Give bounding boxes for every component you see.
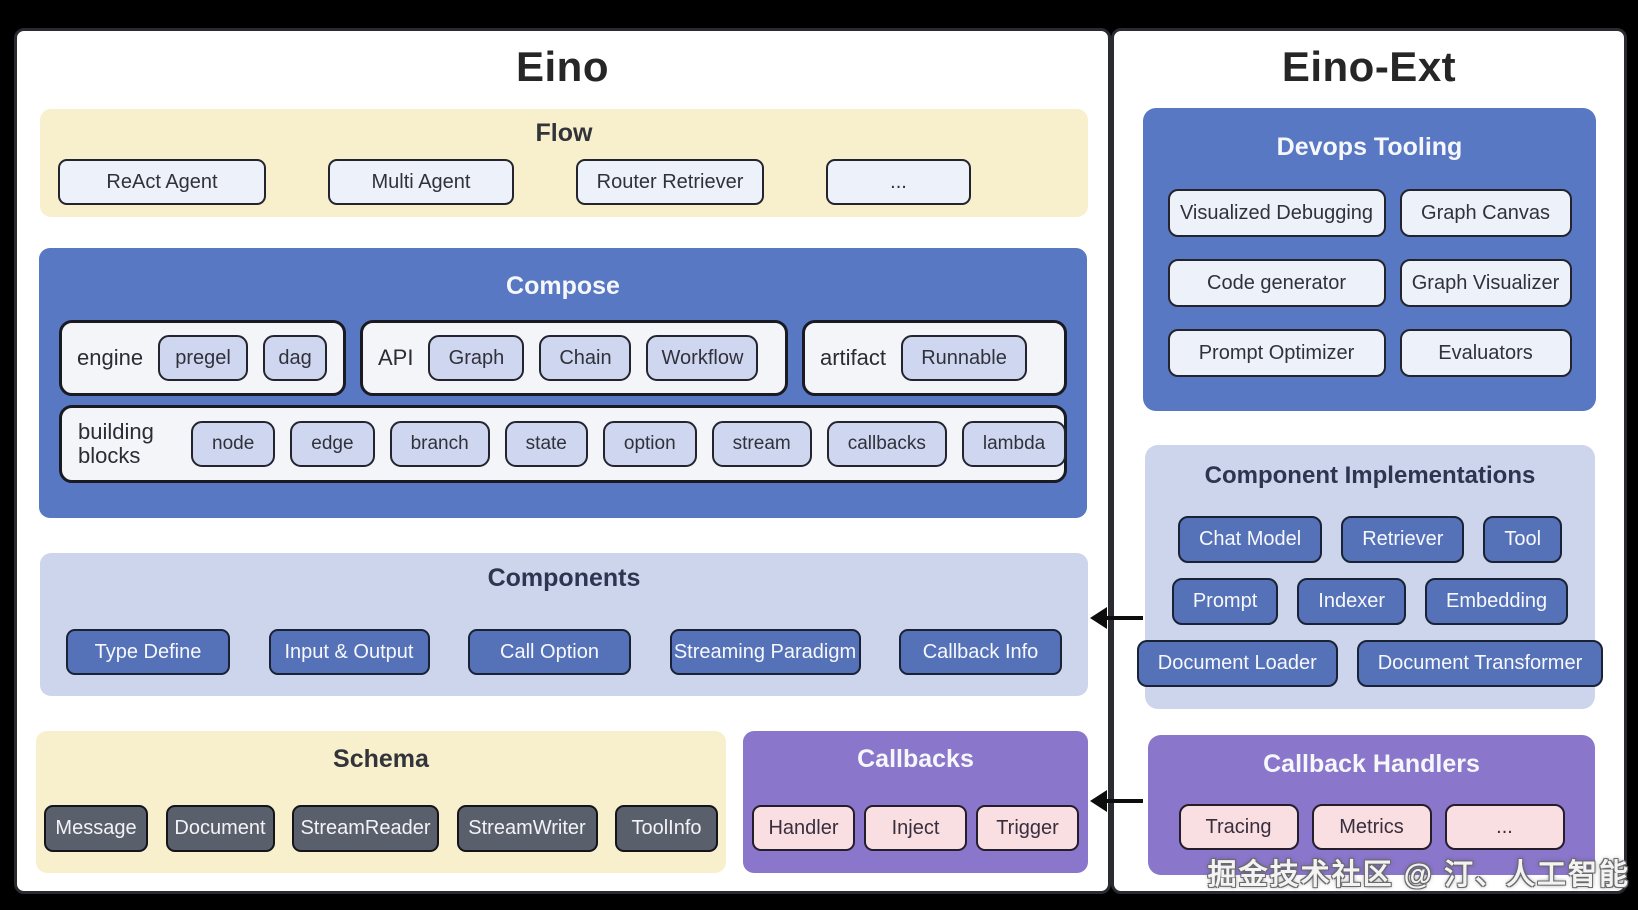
impl-document-transformer: Document Transformer	[1356, 640, 1604, 687]
schema-streamreader: StreamReader	[292, 805, 439, 852]
callbacks-items-row: Handler Inject Trigger	[743, 805, 1088, 851]
eino-title: Eino	[516, 43, 609, 90]
engine-chip-dag: dag	[263, 335, 328, 381]
api-chip-chain: Chain	[539, 335, 632, 381]
api-chip-workflow: Workflow	[646, 335, 759, 381]
api-chip-graph: Graph	[428, 335, 525, 381]
callback-handlers-section: Callback Handlers Tracing Metrics ...	[1148, 735, 1595, 875]
schema-document: Document	[165, 805, 275, 852]
building-blocks-group: building blocks node edge branch state o…	[59, 405, 1067, 483]
callback-handlers-row: Tracing Metrics ...	[1148, 804, 1595, 850]
flow-section: Flow ReAct Agent Multi Agent Router Retr…	[40, 109, 1088, 217]
handler-metrics: Metrics	[1311, 804, 1432, 850]
bb-chip-state: state	[504, 421, 588, 467]
devops-code-generator: Code generator	[1167, 259, 1386, 307]
components-items-row: Type Define Input & Output Call Option S…	[40, 629, 1088, 675]
devops-visualized-debugging: Visualized Debugging	[1167, 189, 1386, 237]
callbacks-section-title: Callbacks	[857, 745, 974, 773]
component-call-option: Call Option	[468, 629, 631, 675]
eino-ext-panel: Eino-Ext Devops Tooling Visualized Debug…	[1111, 28, 1627, 894]
component-implementations-title: Component Implementations	[1204, 462, 1536, 489]
callbacks-trigger: Trigger	[976, 805, 1079, 851]
artifact-group: artifact Runnable	[802, 320, 1067, 396]
bb-chip-callbacks: callbacks	[826, 421, 947, 467]
handler-tracing: Tracing	[1178, 804, 1299, 850]
callbacks-inject: Inject	[864, 805, 967, 851]
flow-item-ellipsis: ...	[826, 159, 971, 205]
flow-item-router-retriever: Router Retriever	[576, 159, 764, 205]
artifact-label: artifact	[820, 345, 887, 370]
eino-panel: Eino Flow ReAct Agent Multi Agent Router…	[14, 28, 1111, 894]
engine-label: engine	[77, 345, 144, 370]
devops-graph-canvas: Graph Canvas	[1399, 189, 1572, 237]
impl-embedding: Embedding	[1425, 578, 1569, 625]
artifact-chip-runnable: Runnable	[901, 335, 1028, 381]
compose-section-title: Compose	[506, 272, 620, 300]
flow-items-row: ReAct Agent Multi Agent Router Retriever…	[40, 159, 1088, 205]
building-blocks-label: building blocks	[78, 419, 154, 468]
compose-row-1: engine pregel dag API Graph Chain Workfl…	[59, 320, 1067, 396]
api-group: API Graph Chain Workflow	[360, 320, 788, 396]
component-implementations-section: Component Implementations Chat Model Ret…	[1136, 445, 1604, 709]
impl-document-loader: Document Loader	[1136, 640, 1338, 687]
impl-retriever: Retriever	[1341, 516, 1465, 563]
callback-handlers-title: Callback Handlers	[1263, 750, 1480, 778]
devops-evaluators: Evaluators	[1399, 329, 1572, 377]
compose-section: Compose engine pregel dag API Graph Chai…	[39, 248, 1087, 518]
watermark-text: 掘金技术社区 @ 汀、人工智能	[1207, 859, 1630, 891]
impl-row-3: Document Loader Document Transformer	[1136, 640, 1604, 687]
devops-tooling-title: Devops Tooling	[1276, 133, 1463, 161]
handler-ellipsis: ...	[1444, 804, 1565, 850]
devops-tooling-grid: Visualized Debugging Graph Canvas Code g…	[1143, 189, 1596, 377]
component-input-output: Input & Output	[268, 629, 430, 675]
left-arrow-callbacks-icon	[1090, 790, 1143, 812]
bb-chip-option: option	[602, 421, 697, 467]
devops-prompt-optimizer: Prompt Optimizer	[1167, 329, 1386, 377]
schema-message: Message	[44, 805, 148, 852]
engine-chip-pregel: pregel	[158, 335, 249, 381]
devops-tooling-section: Devops Tooling Visualized Debugging Grap…	[1143, 108, 1596, 411]
schema-items-row: Message Document StreamReader StreamWrit…	[36, 805, 726, 852]
impl-chat-model: Chat Model	[1177, 516, 1323, 563]
devops-graph-visualizer: Graph Visualizer	[1399, 259, 1572, 307]
api-label: API	[378, 345, 414, 370]
engine-group: engine pregel dag	[59, 320, 346, 396]
component-type-define: Type Define	[66, 629, 230, 675]
impl-prompt: Prompt	[1171, 578, 1279, 625]
flow-item-react-agent: ReAct Agent	[58, 159, 266, 205]
callbacks-handler: Handler	[752, 805, 855, 851]
schema-streamwriter: StreamWriter	[456, 805, 598, 852]
component-callback-info: Callback Info	[899, 629, 1062, 675]
schema-toolinfo: ToolInfo	[615, 805, 718, 852]
bb-chip-node: node	[191, 421, 276, 467]
flow-item-multi-agent: Multi Agent	[328, 159, 514, 205]
impl-row-2: Prompt Indexer Embedding	[1145, 578, 1595, 625]
callbacks-section: Callbacks Handler Inject Trigger	[743, 731, 1088, 873]
left-arrow-components-icon	[1090, 607, 1143, 629]
impl-row-1: Chat Model Retriever Tool	[1145, 516, 1595, 563]
bb-chip-lambda: lambda	[961, 421, 1067, 467]
bb-chip-stream: stream	[711, 421, 812, 467]
impl-indexer: Indexer	[1297, 578, 1406, 625]
component-streaming-paradigm: Streaming Paradigm	[669, 629, 861, 675]
eino-ext-title: Eino-Ext	[1281, 43, 1457, 90]
schema-section: Schema Message Document StreamReader Str…	[36, 731, 726, 873]
impl-tool: Tool	[1483, 516, 1563, 563]
flow-section-title: Flow	[535, 119, 593, 147]
bb-chip-edge: edge	[290, 421, 375, 467]
components-section: Components Type Define Input & Output Ca…	[40, 553, 1088, 696]
schema-section-title: Schema	[333, 745, 429, 773]
bb-chip-branch: branch	[389, 421, 490, 467]
components-section-title: Components	[487, 564, 641, 592]
